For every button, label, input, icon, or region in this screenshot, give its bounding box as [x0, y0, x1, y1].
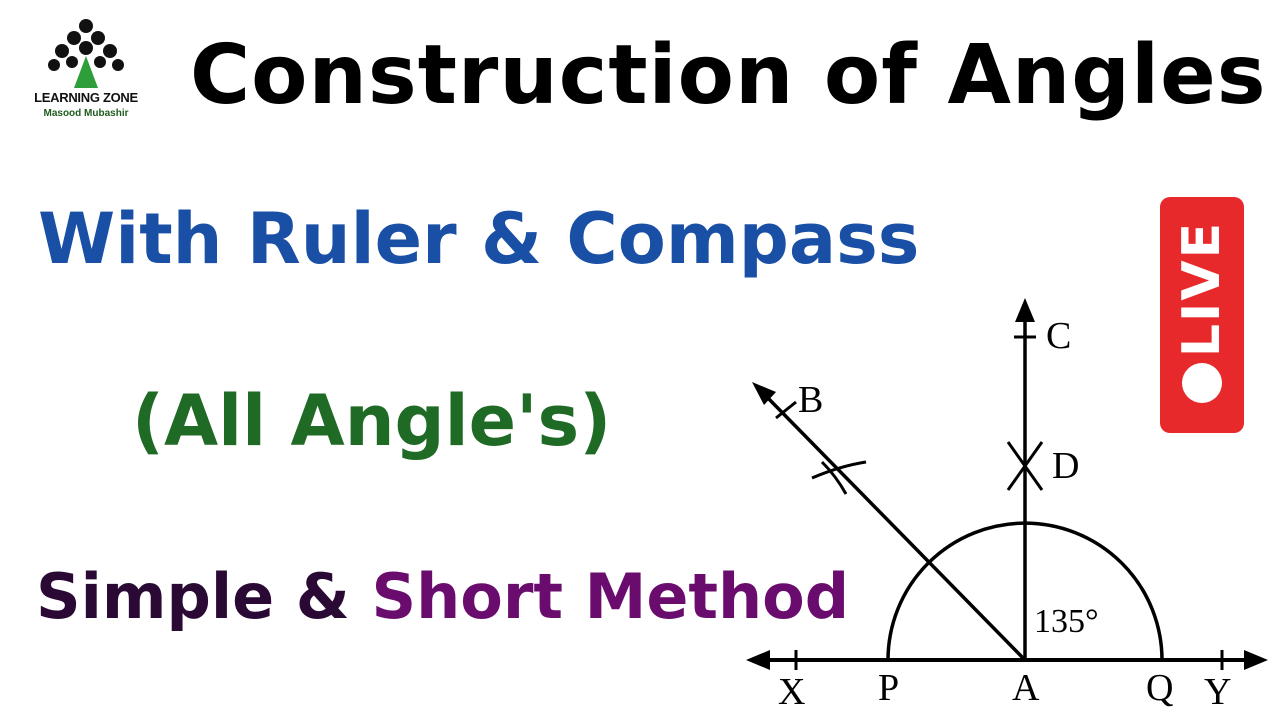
label-angle-135: 135°	[1034, 603, 1099, 640]
tick-b	[775, 400, 797, 420]
all-angles-label: (All Angle's)	[132, 380, 612, 462]
label-c: C	[1046, 315, 1071, 357]
label-q: Q	[1146, 667, 1173, 709]
cross-b-arc-1	[811, 460, 867, 480]
left-arrowhead	[746, 650, 770, 670]
tree-of-people-icon	[48, 19, 124, 88]
live-badge-label: LIVE	[1172, 220, 1232, 358]
label-y: Y	[1204, 671, 1231, 713]
logo-title: LEARNING ZONE	[34, 90, 138, 105]
method-part-short: Short Method	[371, 560, 850, 633]
method-part-simple: Simple &	[36, 560, 372, 633]
label-d: D	[1052, 445, 1079, 487]
cross-d-1	[1006, 441, 1044, 491]
right-arrowhead	[1244, 650, 1268, 670]
live-badge: LIVE	[1160, 197, 1244, 433]
ray-b-arrowhead	[752, 382, 776, 405]
label-x: X	[778, 671, 805, 713]
subtitle-heading: With Ruler & Compass	[38, 198, 920, 280]
logo-subtitle: Masood Mubashir	[43, 108, 129, 119]
semicircle-arc	[886, 521, 1164, 661]
label-a: A	[1012, 667, 1040, 709]
ray-c-arrowhead	[1015, 298, 1035, 322]
label-p: P	[878, 667, 899, 709]
page-title: Construction of Angles	[190, 28, 1267, 123]
method-tagline: Simple & Short Method	[36, 560, 849, 633]
channel-logo: LEARNING ZONE Masood Mubashir	[22, 18, 150, 128]
cross-b-arc-2	[820, 460, 848, 495]
live-dot-icon	[1182, 363, 1222, 403]
cross-d-2	[1006, 441, 1044, 491]
label-b: B	[798, 379, 823, 421]
